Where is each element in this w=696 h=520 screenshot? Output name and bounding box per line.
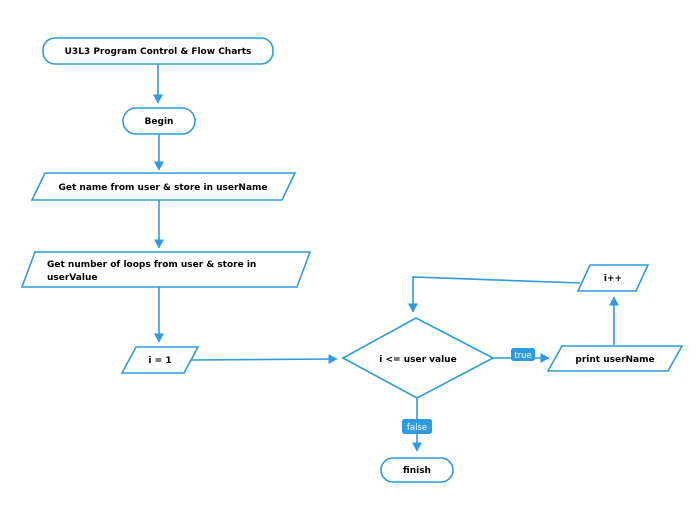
false-chip-shape[interactable] bbox=[402, 419, 432, 434]
finish-label: finish bbox=[403, 466, 431, 476]
finish-shape[interactable] bbox=[380, 457, 454, 483]
node-begin[interactable]: Begin bbox=[122, 107, 196, 135]
node-init[interactable]: i = 1 bbox=[120, 346, 200, 374]
node-condition[interactable]: i <= user value bbox=[341, 317, 495, 399]
get-name-shape[interactable] bbox=[30, 172, 297, 201]
begin-label: Begin bbox=[145, 117, 174, 127]
init-label: i = 1 bbox=[148, 356, 171, 366]
title-shape[interactable] bbox=[42, 37, 274, 65]
false-chip-label: false bbox=[407, 423, 427, 433]
print-shape[interactable] bbox=[546, 345, 684, 372]
begin-shape[interactable] bbox=[122, 107, 196, 135]
node-get-name[interactable]: Get name from user & store in userName bbox=[30, 172, 297, 201]
get-loops-line2: userValue bbox=[47, 273, 97, 283]
edge-init-condition bbox=[189, 354, 338, 365]
title-label: U3L3 Program Control & Flow Charts bbox=[65, 47, 252, 57]
get-loops-label: Get number of loops from user & store in… bbox=[47, 260, 259, 283]
node-increment[interactable]: i++ bbox=[576, 264, 650, 292]
increment-label: i++ bbox=[604, 274, 622, 284]
edge-label-false[interactable]: false bbox=[402, 419, 432, 434]
get-name-label: Get name from user & store in userName bbox=[58, 183, 267, 193]
get-loops-shape[interactable] bbox=[20, 251, 312, 288]
node-print[interactable]: print userName bbox=[546, 345, 684, 372]
print-label: print userName bbox=[575, 355, 654, 365]
true-chip-label: true bbox=[514, 351, 531, 361]
node-finish[interactable]: finish bbox=[380, 457, 454, 483]
edge-increment-condition bbox=[408, 276, 581, 313]
node-title[interactable]: U3L3 Program Control & Flow Charts bbox=[42, 37, 274, 65]
init-shape[interactable] bbox=[120, 346, 200, 374]
node-get-loops[interactable]: Get number of loops from user & store in… bbox=[20, 251, 312, 288]
true-chip-shape[interactable] bbox=[511, 348, 535, 361]
increment-shape[interactable] bbox=[576, 264, 650, 292]
get-loops-line1: Get number of loops from user & store in bbox=[47, 260, 256, 270]
edge-label-true[interactable]: true bbox=[511, 348, 535, 361]
condition-diamond-shape[interactable] bbox=[341, 317, 495, 399]
condition-label: i <= user value bbox=[379, 355, 456, 365]
